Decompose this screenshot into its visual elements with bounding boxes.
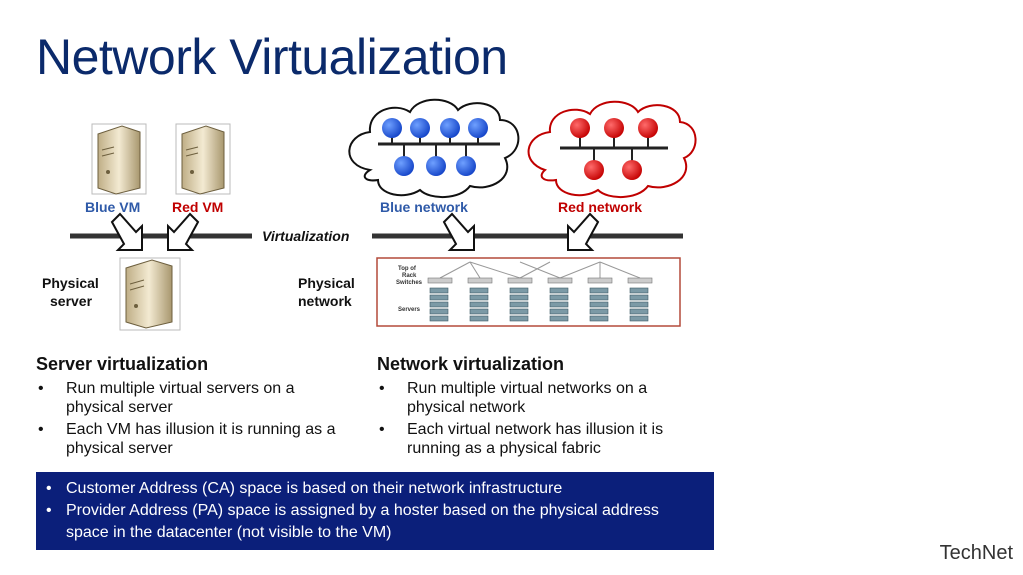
network-virtualization-heading: Network virtualization: [377, 354, 565, 374]
blue-vm-server-icon: [91, 123, 147, 195]
top-of-rack-label-1: Top of: [398, 266, 417, 272]
blue-network-label: Blue network: [380, 199, 468, 215]
virtualization-diagram: Blue VM Red VM Virtualization Physical s…: [42, 98, 697, 331]
list-item: Provider Address (PA) space is assigned …: [44, 500, 704, 544]
red-vm-label: Red VM: [172, 199, 223, 215]
top-of-rack-label-3: Switches: [396, 280, 423, 286]
arrow-down-left-icon: [167, 212, 200, 251]
address-space-banner: Customer Address (CA) space is based on …: [36, 472, 714, 550]
red-network-label: Red network: [558, 199, 642, 215]
physical-network-label-2: network: [298, 293, 352, 309]
list-item: Customer Address (CA) space is based on …: [44, 478, 704, 500]
list-item: Run multiple virtual servers on a physic…: [36, 379, 356, 417]
servers-label: Servers: [398, 307, 421, 313]
blue-vm-label: Blue VM: [85, 199, 140, 215]
network-virtualization-bullets: Run multiple virtual networks on a physi…: [377, 379, 697, 461]
list-item: Run multiple virtual networks on a physi…: [377, 379, 697, 417]
red-vm-server-icon: [175, 123, 231, 195]
physical-network-datacenter: Top of Rack Switches Servers: [376, 257, 681, 327]
blue-network-cloud: [348, 98, 520, 198]
server-virtualization-bullets: Run multiple virtual servers on a physic…: [36, 379, 356, 461]
arrow-down-left-icon: [567, 212, 600, 251]
arrow-down-right-icon: [110, 212, 143, 251]
list-item: Each VM has illusion it is running as a …: [36, 420, 356, 458]
physical-server-icon: [119, 257, 181, 331]
red-network-cloud: [527, 100, 697, 198]
technet-logo: TechNet: [939, 542, 1013, 564]
physical-network-label-1: Physical: [298, 275, 355, 291]
list-item: Each virtual network has illusion it is …: [377, 420, 697, 458]
virtualization-label: Virtualization: [262, 228, 349, 244]
server-virtualization-heading: Server virtualization: [36, 354, 209, 374]
arrow-down-right-icon: [442, 212, 475, 251]
physical-server-label-1: Physical: [42, 275, 99, 291]
physical-server-label-2: server: [50, 293, 93, 309]
top-of-rack-label-2: Rack: [402, 273, 417, 279]
slide-title: Network Virtualization: [36, 29, 508, 85]
